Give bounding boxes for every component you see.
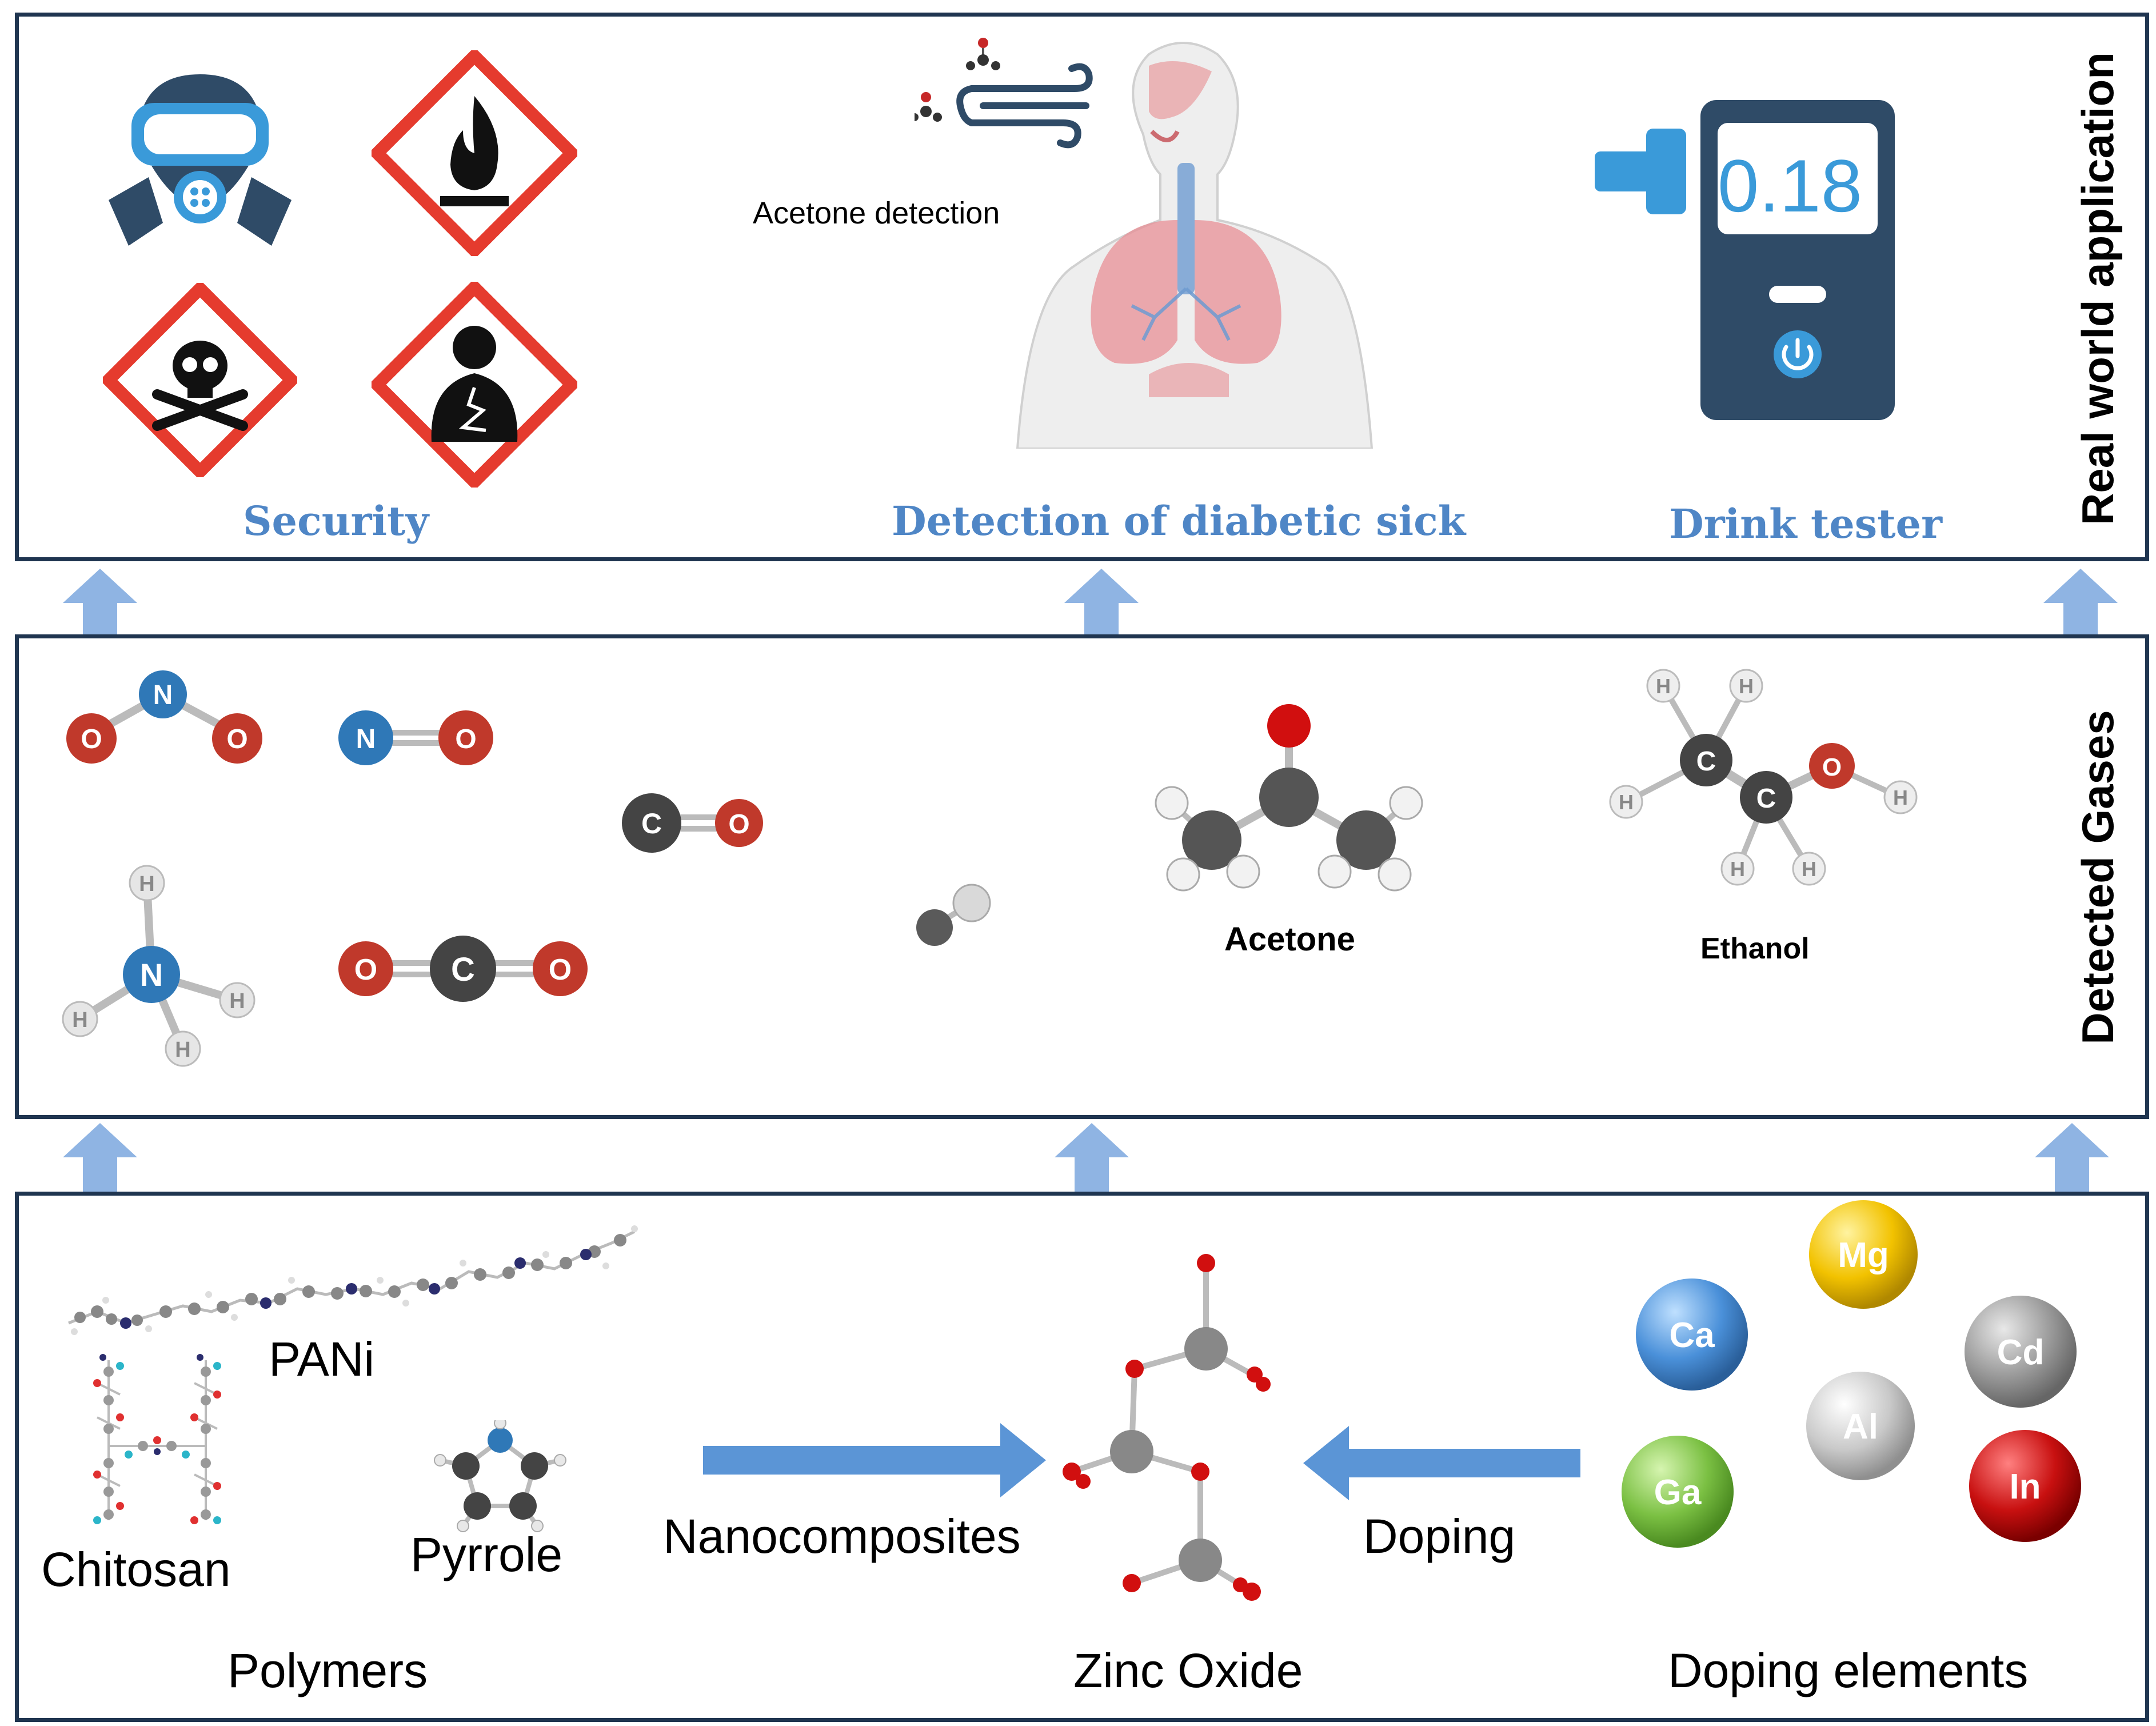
up-arrow-right-top (2043, 569, 2118, 637)
pani-label: PANi (269, 1332, 375, 1386)
svg-text:Ca: Ca (1669, 1316, 1715, 1355)
no2-n-label: N (153, 680, 173, 710)
pyrrole-label: Pyrrole (410, 1528, 563, 1581)
nh3-h2-label: H (72, 1008, 87, 1032)
up-arrow-right-bottom (2035, 1123, 2109, 1192)
detected-gases-label: Detected Gases (2073, 710, 2123, 1045)
up-arrow-left-top (63, 569, 137, 637)
nanocomposites-label: Nanocomposites (663, 1509, 1021, 1563)
element-al: Al (1806, 1372, 1915, 1480)
tester-display-value: 0.18 (1718, 144, 1863, 227)
co-molecule: C O (622, 793, 763, 853)
ethanol-h1-label: H (1656, 674, 1671, 698)
element-in: In (1969, 1430, 2081, 1542)
nh3-h4-label: H (175, 1038, 190, 1062)
breath-molecule-icon (915, 38, 1000, 122)
ethanol-label: Ethanol (1700, 932, 1810, 965)
doping-elements-group: Mg Ca Cd Al Ga In (1622, 1200, 2081, 1548)
gas-mask-icon (109, 74, 292, 246)
svg-text:Mg: Mg (1838, 1236, 1889, 1275)
element-mg: Mg (1809, 1200, 1918, 1309)
power-icon (1782, 338, 1814, 370)
element-ca: Ca (1636, 1278, 1748, 1391)
svg-text:Cd: Cd (1997, 1333, 2045, 1372)
nanocomposites-arrow (703, 1423, 1046, 1497)
acetone-label: Acetone (1224, 921, 1355, 958)
diabetic-caption: Detection of diabetic sick (892, 497, 1466, 545)
no-molecule: N O (338, 710, 493, 765)
acetone-detection-label: Acetone detection (753, 196, 1000, 230)
co-c-label: C (641, 808, 662, 840)
ethanol-o-label: O (1822, 753, 1842, 781)
no-o-label: O (455, 724, 476, 754)
svg-text:Ga: Ga (1654, 1473, 1702, 1512)
nh3-h1-label: H (139, 872, 154, 896)
doping-elements-label: Doping elements (1668, 1644, 2029, 1697)
chitosan-label: Chitosan (41, 1543, 231, 1596)
acetone-molecule (1155, 704, 1423, 892)
doping-arrow (1303, 1426, 1580, 1500)
zinc-oxide-label: Zinc Oxide (1073, 1644, 1303, 1697)
ethanol-c2-label: C (1756, 784, 1776, 814)
co2-o1-label: O (354, 953, 377, 986)
co2-o2-label: O (549, 953, 572, 986)
materials-panel (15, 1192, 2149, 1722)
co-o-label: O (728, 809, 749, 840)
svg-text:Al: Al (1843, 1407, 1878, 1447)
nh3-n-label: N (140, 957, 163, 993)
svg-text:In: In (2009, 1467, 2041, 1507)
zinc-oxide-cluster (1063, 1254, 1271, 1601)
co2-molecule: O C O (338, 936, 588, 1002)
ethanol-h5-label: H (1802, 857, 1816, 881)
toxic-hazard-icon (103, 283, 297, 477)
ethanol-molecule: C C O H H H H H H (1609, 669, 1918, 886)
h2-molecule (916, 884, 991, 946)
chitosan-molecule (93, 1354, 221, 1524)
drink-tester-caption: Drink tester (1669, 500, 1942, 548)
flammable-hazard-icon (372, 50, 577, 256)
ethanol-h6-label: H (1893, 786, 1908, 809)
breathalyzer-icon (1595, 100, 1895, 420)
no2-molecule: N O O (66, 670, 262, 764)
ethanol-c1-label: C (1696, 746, 1716, 777)
pyrrole-molecule (434, 1420, 566, 1532)
co2-c-label: C (451, 951, 475, 988)
health-hazard-icon (372, 282, 577, 488)
breath-icon (915, 38, 1093, 149)
element-cd: Cd (1965, 1296, 2077, 1408)
doping-label: Doping (1363, 1509, 1516, 1563)
polymers-label: Polymers (227, 1644, 428, 1697)
security-caption: Security (243, 497, 429, 545)
nh3-h3-label: H (229, 989, 245, 1013)
up-arrow-center-top (1064, 569, 1139, 637)
no2-o2-label: O (226, 724, 247, 754)
up-arrow-center-bottom (1055, 1123, 1129, 1192)
ethanol-h2-label: H (1739, 674, 1754, 698)
pani-polymer-chain (68, 1225, 638, 1335)
up-arrow-left-bottom (63, 1123, 137, 1192)
no2-o1-label: O (81, 724, 102, 754)
ethanol-h3-label: H (1619, 790, 1634, 814)
real-world-application-label: Real world application (2073, 52, 2123, 525)
element-ga: Ga (1622, 1436, 1734, 1548)
human-respiratory-icon (1016, 42, 1374, 449)
ethanol-h4-label: H (1730, 857, 1745, 881)
nh3-molecule: N H H H H (62, 865, 255, 1067)
no-n-label: N (356, 724, 376, 754)
